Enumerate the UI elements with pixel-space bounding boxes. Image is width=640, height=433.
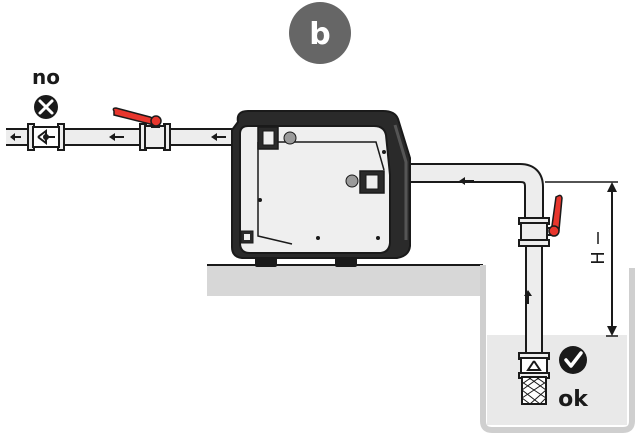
flow-arrow-icon <box>459 177 474 185</box>
foot-valve-strainer-icon <box>518 352 550 405</box>
cross-circle-icon <box>34 95 58 119</box>
height-dimension: H <box>545 181 618 337</box>
pump-unit <box>231 110 411 267</box>
check-valve-icon <box>27 123 65 151</box>
ball-valve-icon <box>112 107 171 151</box>
flow-arrow-icon <box>524 290 532 304</box>
flow-arrow-icon <box>109 133 124 141</box>
no-label: no <box>32 65 60 89</box>
ok-indicator: ok <box>558 346 589 412</box>
flow-arrow-icon <box>10 133 21 141</box>
suction-pipe <box>388 163 544 356</box>
no-indicator: no <box>32 65 60 119</box>
water-tank <box>480 265 635 433</box>
badge-label: b <box>309 17 330 52</box>
flow-arrow-icon <box>211 133 226 141</box>
height-label: H <box>588 251 609 265</box>
title-badge: b <box>289 2 351 64</box>
delivery-pipe <box>0 127 259 147</box>
check-circle-icon <box>559 346 587 374</box>
ok-label: ok <box>558 387 589 412</box>
ground-slab <box>207 264 483 296</box>
ball-valve-icon <box>518 194 563 247</box>
